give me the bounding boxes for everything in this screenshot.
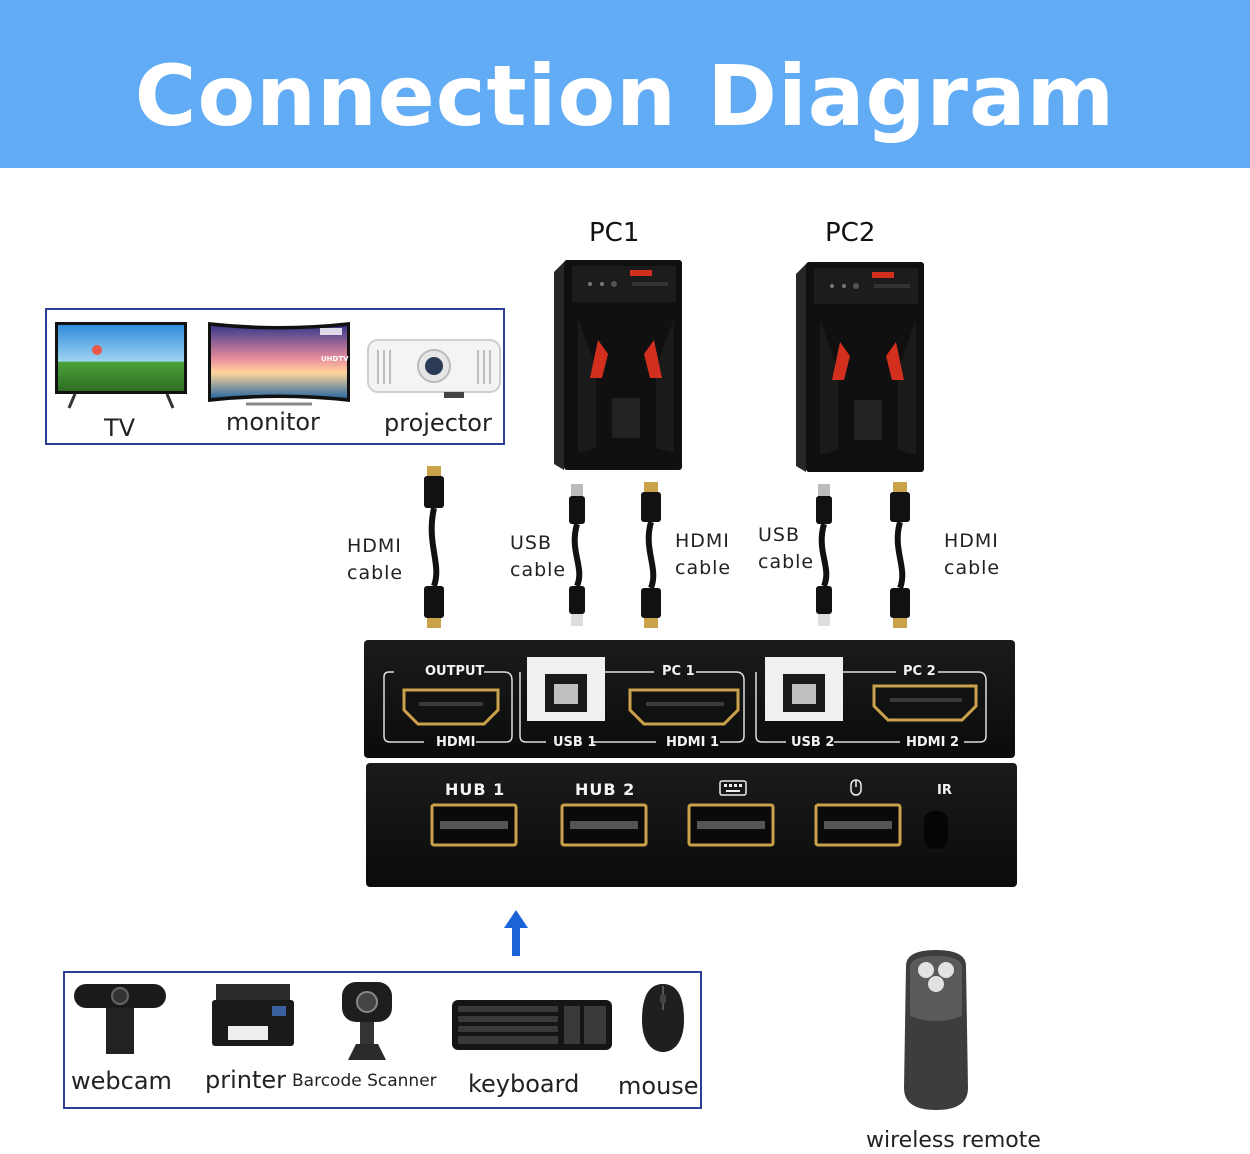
wireless-remote-label: wireless remote [866,1128,1041,1153]
cable-label-line1: USB [758,524,801,546]
barcode-scanner-icon [342,982,392,1060]
pc1-hdmi-cable-label: HDMI cable [675,528,731,582]
wireless-remote-icon [904,950,968,1110]
projector-label: projector [384,409,492,437]
hub2-port-label: HUB 2 [575,780,636,799]
output-port-label: OUTPUT [425,664,485,679]
hdmi1-port-label: HDMI 1 [666,735,720,750]
pc2-usb-cable-label: USB cable [758,522,814,576]
pc1-hdmi-cable-icon [641,482,661,628]
cable-label-line2: cable [758,551,815,573]
projector-icon [367,339,501,398]
cable-label-line2: cable [675,557,732,579]
pc2-hdmi-cable-icon [890,482,910,628]
pc2-usb-cable-icon [816,484,832,626]
monitor-icon [208,322,350,406]
pc2-hdmi-cable-label: HDMI cable [944,528,1000,582]
printer-label: printer [205,1066,287,1094]
pc1-label: PC1 [589,218,640,248]
cable-label-line1: USB [510,532,553,554]
tv-icon [55,322,187,409]
cable-label-line1: HDMI [944,530,999,552]
pc2-label: PC2 [825,218,876,248]
up-arrow-icon [504,910,528,956]
title-banner [0,0,1250,168]
mouse-label: mouse [618,1072,699,1100]
pc1-usb-cable-icon [569,484,585,626]
output-hdmi-cable-icon [424,466,444,628]
switch-front-ports-icon [430,779,948,849]
switch-back-ports-icon [383,657,987,743]
tv-label: TV [104,414,136,442]
keyboard-label: keyboard [468,1070,580,1098]
cable-label-line2: cable [510,559,567,581]
hub1-port-label: HUB 1 [445,780,506,799]
barcode-scanner-label: Barcode Scanner [292,1071,437,1091]
cable-label-line2: cable [347,562,404,584]
output-hdmi-cable-label: HDMI cable [347,533,403,587]
cable-label-line2: cable [944,557,1001,579]
keyboard-icon [452,1000,612,1050]
webcam-label: webcam [71,1067,172,1095]
hdmi2-port-label: HDMI 2 [906,735,960,750]
page-title: Connection Diagram [134,47,1116,145]
pc1-port-group-label: PC 1 [662,664,695,679]
monitor-label: monitor [226,408,320,436]
cable-label-line1: HDMI [675,530,730,552]
usb1-port-label: USB 1 [553,735,597,750]
usb2-port-label: USB 2 [791,735,835,750]
mouse-icon [642,984,684,1052]
monitor-badge: UHDTV [321,355,349,363]
cable-label-line1: HDMI [347,535,402,557]
printer-icon [212,984,294,1046]
output-hdmi-port-label: HDMI [436,735,476,750]
pc2-port-group-label: PC 2 [903,664,936,679]
pc1-usb-cable-label: USB cable [510,530,566,584]
webcam-icon [74,984,166,1054]
pc2-tower-icon [796,262,924,472]
pc1-tower-icon [554,260,682,470]
ir-sensor-label: IR [937,783,952,798]
